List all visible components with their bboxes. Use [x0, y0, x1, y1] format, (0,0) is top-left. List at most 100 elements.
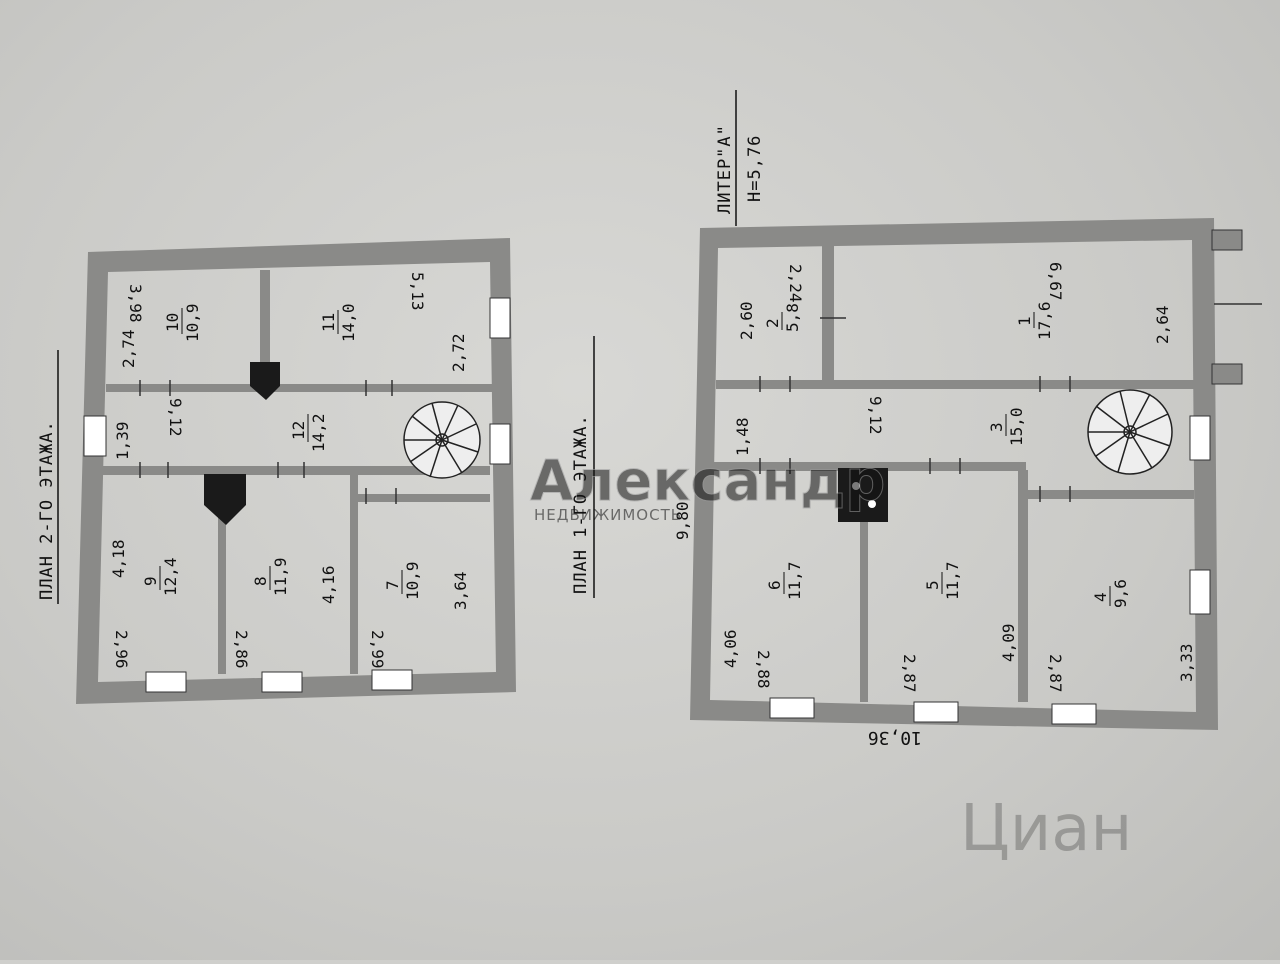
plan1-spiral-stair	[1087, 389, 1173, 475]
plan-floor1: ЛИТЕР"А" H=5,76 ПЛАН 1-ГО ЭТАЖА. 9,80 10…	[571, 90, 1262, 748]
room-8: 8 11,9 4,16 2,86	[232, 557, 338, 668]
room-11: 5,13 2,72 11 14,0	[319, 272, 468, 372]
room-9-area: 12,4	[161, 557, 180, 596]
plan1-overall-length: 9,80	[673, 501, 692, 540]
room-11-area: 14,0	[339, 303, 358, 342]
room-1-area: 17,6	[1035, 301, 1054, 340]
room-11-dim-a: 5,13	[408, 272, 427, 311]
plan2-wall-9-8	[218, 474, 226, 674]
room-5-dim-a: 4,09	[999, 623, 1018, 662]
plan2-title: ПЛАН 2-ГО ЭТАЖА.	[37, 420, 57, 600]
room-1: 6,67 2,64 1 17,6	[1015, 262, 1172, 344]
plan2-chimney-lower	[204, 474, 246, 525]
room-7-number: 7	[383, 580, 402, 590]
plan1-liter: ЛИТЕР"А"	[715, 124, 735, 214]
room-9-dim-a: 4,18	[109, 539, 128, 578]
plan2-wall-lower	[100, 466, 490, 475]
room-11-number: 11	[319, 313, 338, 332]
room-1-dim-a: 6,67	[1046, 262, 1065, 301]
room-10-dim-b: 3,98	[126, 284, 145, 323]
room-4: 4 9,6 3,33 2,87	[1046, 579, 1196, 692]
room-6-dim-a: 4,06	[721, 629, 740, 668]
room-3: 9,12 3 15,0 1,48	[733, 396, 1026, 456]
plan-floor2: ПЛАН 2-ГО ЭТАЖА. 2,74 3,98 10 10,9 5,13 …	[37, 238, 516, 704]
watermark: Александр НЕДВИЖИМОСТЬ Циан	[530, 449, 1133, 867]
plan1-overall-width: 10,36	[868, 727, 922, 748]
plan1-wall-lower	[712, 462, 1026, 471]
room-3-number: 3	[987, 422, 1006, 432]
room-5-number: 5	[923, 580, 942, 590]
room-1-number: 1	[1015, 316, 1034, 326]
room-11-dim-b: 2,72	[449, 333, 468, 372]
plan1-window-right-2	[1189, 569, 1211, 615]
plan2-window-right-2	[489, 423, 511, 465]
plan2-chimney-upper	[250, 362, 280, 400]
plan1-wall-6-5	[860, 470, 868, 702]
room-4-area: 9,6	[1111, 579, 1130, 608]
room-7: 7 10,9 3,64 2,99	[368, 561, 470, 668]
plan1-window-right-1	[1189, 415, 1211, 461]
plan2-window-left	[83, 415, 107, 457]
plan1-wall-5-4	[1018, 470, 1028, 702]
plan1-wall-4-stair	[1026, 490, 1194, 499]
plan1-wall-2-1	[822, 246, 834, 382]
plan2-window-right-1	[489, 297, 511, 339]
room-10-number: 10	[163, 313, 182, 332]
room-9: 4,18 2,96 9 12,4	[109, 539, 180, 668]
room-8-dim-a: 4,16	[319, 565, 338, 604]
plan2-spiral-stair	[403, 401, 481, 479]
room-2-area: 5,8	[783, 303, 802, 332]
room-8-area: 11,9	[271, 557, 290, 596]
plan2-side-dim: 1,39	[113, 421, 132, 460]
plan2-wall-upper	[106, 384, 492, 392]
room-5: 5 11,7 4,09 2,87	[900, 561, 1018, 692]
room-10: 2,74 3,98 10 10,9	[119, 284, 202, 368]
room-7-area: 10,9	[403, 561, 422, 600]
plan2-wall-8-7	[350, 474, 358, 674]
plan1-window-bottom-2	[913, 701, 959, 723]
room-2-dim-a: 2,60	[737, 301, 756, 340]
room-6: 6 11,7 4,06 2,88	[721, 561, 804, 688]
plan2-wall-7-stair	[356, 494, 490, 502]
room-12: 9,12 12 14,2 1,39	[113, 398, 328, 460]
plan2-window-bottom-2	[261, 671, 303, 693]
plan2-window-bottom-1	[145, 671, 187, 693]
room-2: 2,60 2,24 2 5,8	[737, 264, 805, 340]
watermark-sub: НЕДВИЖИМОСТЬ	[534, 506, 682, 524]
room-1-dim-b: 2,64	[1153, 305, 1172, 344]
room-12-number: 12	[289, 421, 308, 440]
room-9-dim-b: 2,96	[112, 630, 131, 669]
plan1-window-bottom-3	[1051, 703, 1097, 725]
room-7-dim-b: 2,99	[368, 630, 387, 669]
room-2-dim-b: 2,24	[786, 264, 805, 303]
plan1-title: ПЛАН 1-ГО ЭТАЖА.	[571, 414, 591, 594]
room-9-number: 9	[141, 576, 160, 586]
watermark-corner: Циан	[960, 792, 1132, 866]
room-5-dim-b: 2,87	[900, 654, 919, 693]
room-4-number: 4	[1091, 592, 1110, 602]
room-12-area: 14,2	[309, 413, 328, 452]
room-3-area: 15,0	[1007, 407, 1026, 446]
room-6-dim-b: 2,88	[754, 650, 773, 689]
watermark-brand: Александр	[530, 449, 885, 514]
room-4-dim-a: 3,33	[1177, 643, 1196, 682]
room-12-dim: 9,12	[166, 398, 185, 437]
room-8-dim-b: 2,86	[232, 630, 251, 669]
room-2-number: 2	[763, 318, 782, 328]
plan1-window-bottom-1	[769, 697, 815, 719]
room-4-dim-b: 2,87	[1046, 654, 1065, 693]
plan2-window-bottom-3	[371, 669, 413, 691]
room-7-dim-a: 3,64	[451, 571, 470, 610]
room-6-number: 6	[765, 580, 784, 590]
room-5-area: 11,7	[943, 561, 962, 600]
room-8-number: 8	[251, 576, 270, 586]
plan1-wall-upper	[716, 380, 1194, 389]
plan1-height: H=5,76	[745, 135, 765, 202]
plan1-chimney	[838, 468, 888, 522]
room-3-dim: 9,12	[866, 396, 885, 435]
room-6-area: 11,7	[785, 561, 804, 600]
plan1-side-dim: 1,48	[733, 417, 752, 456]
room-10-area: 10,9	[183, 303, 202, 342]
